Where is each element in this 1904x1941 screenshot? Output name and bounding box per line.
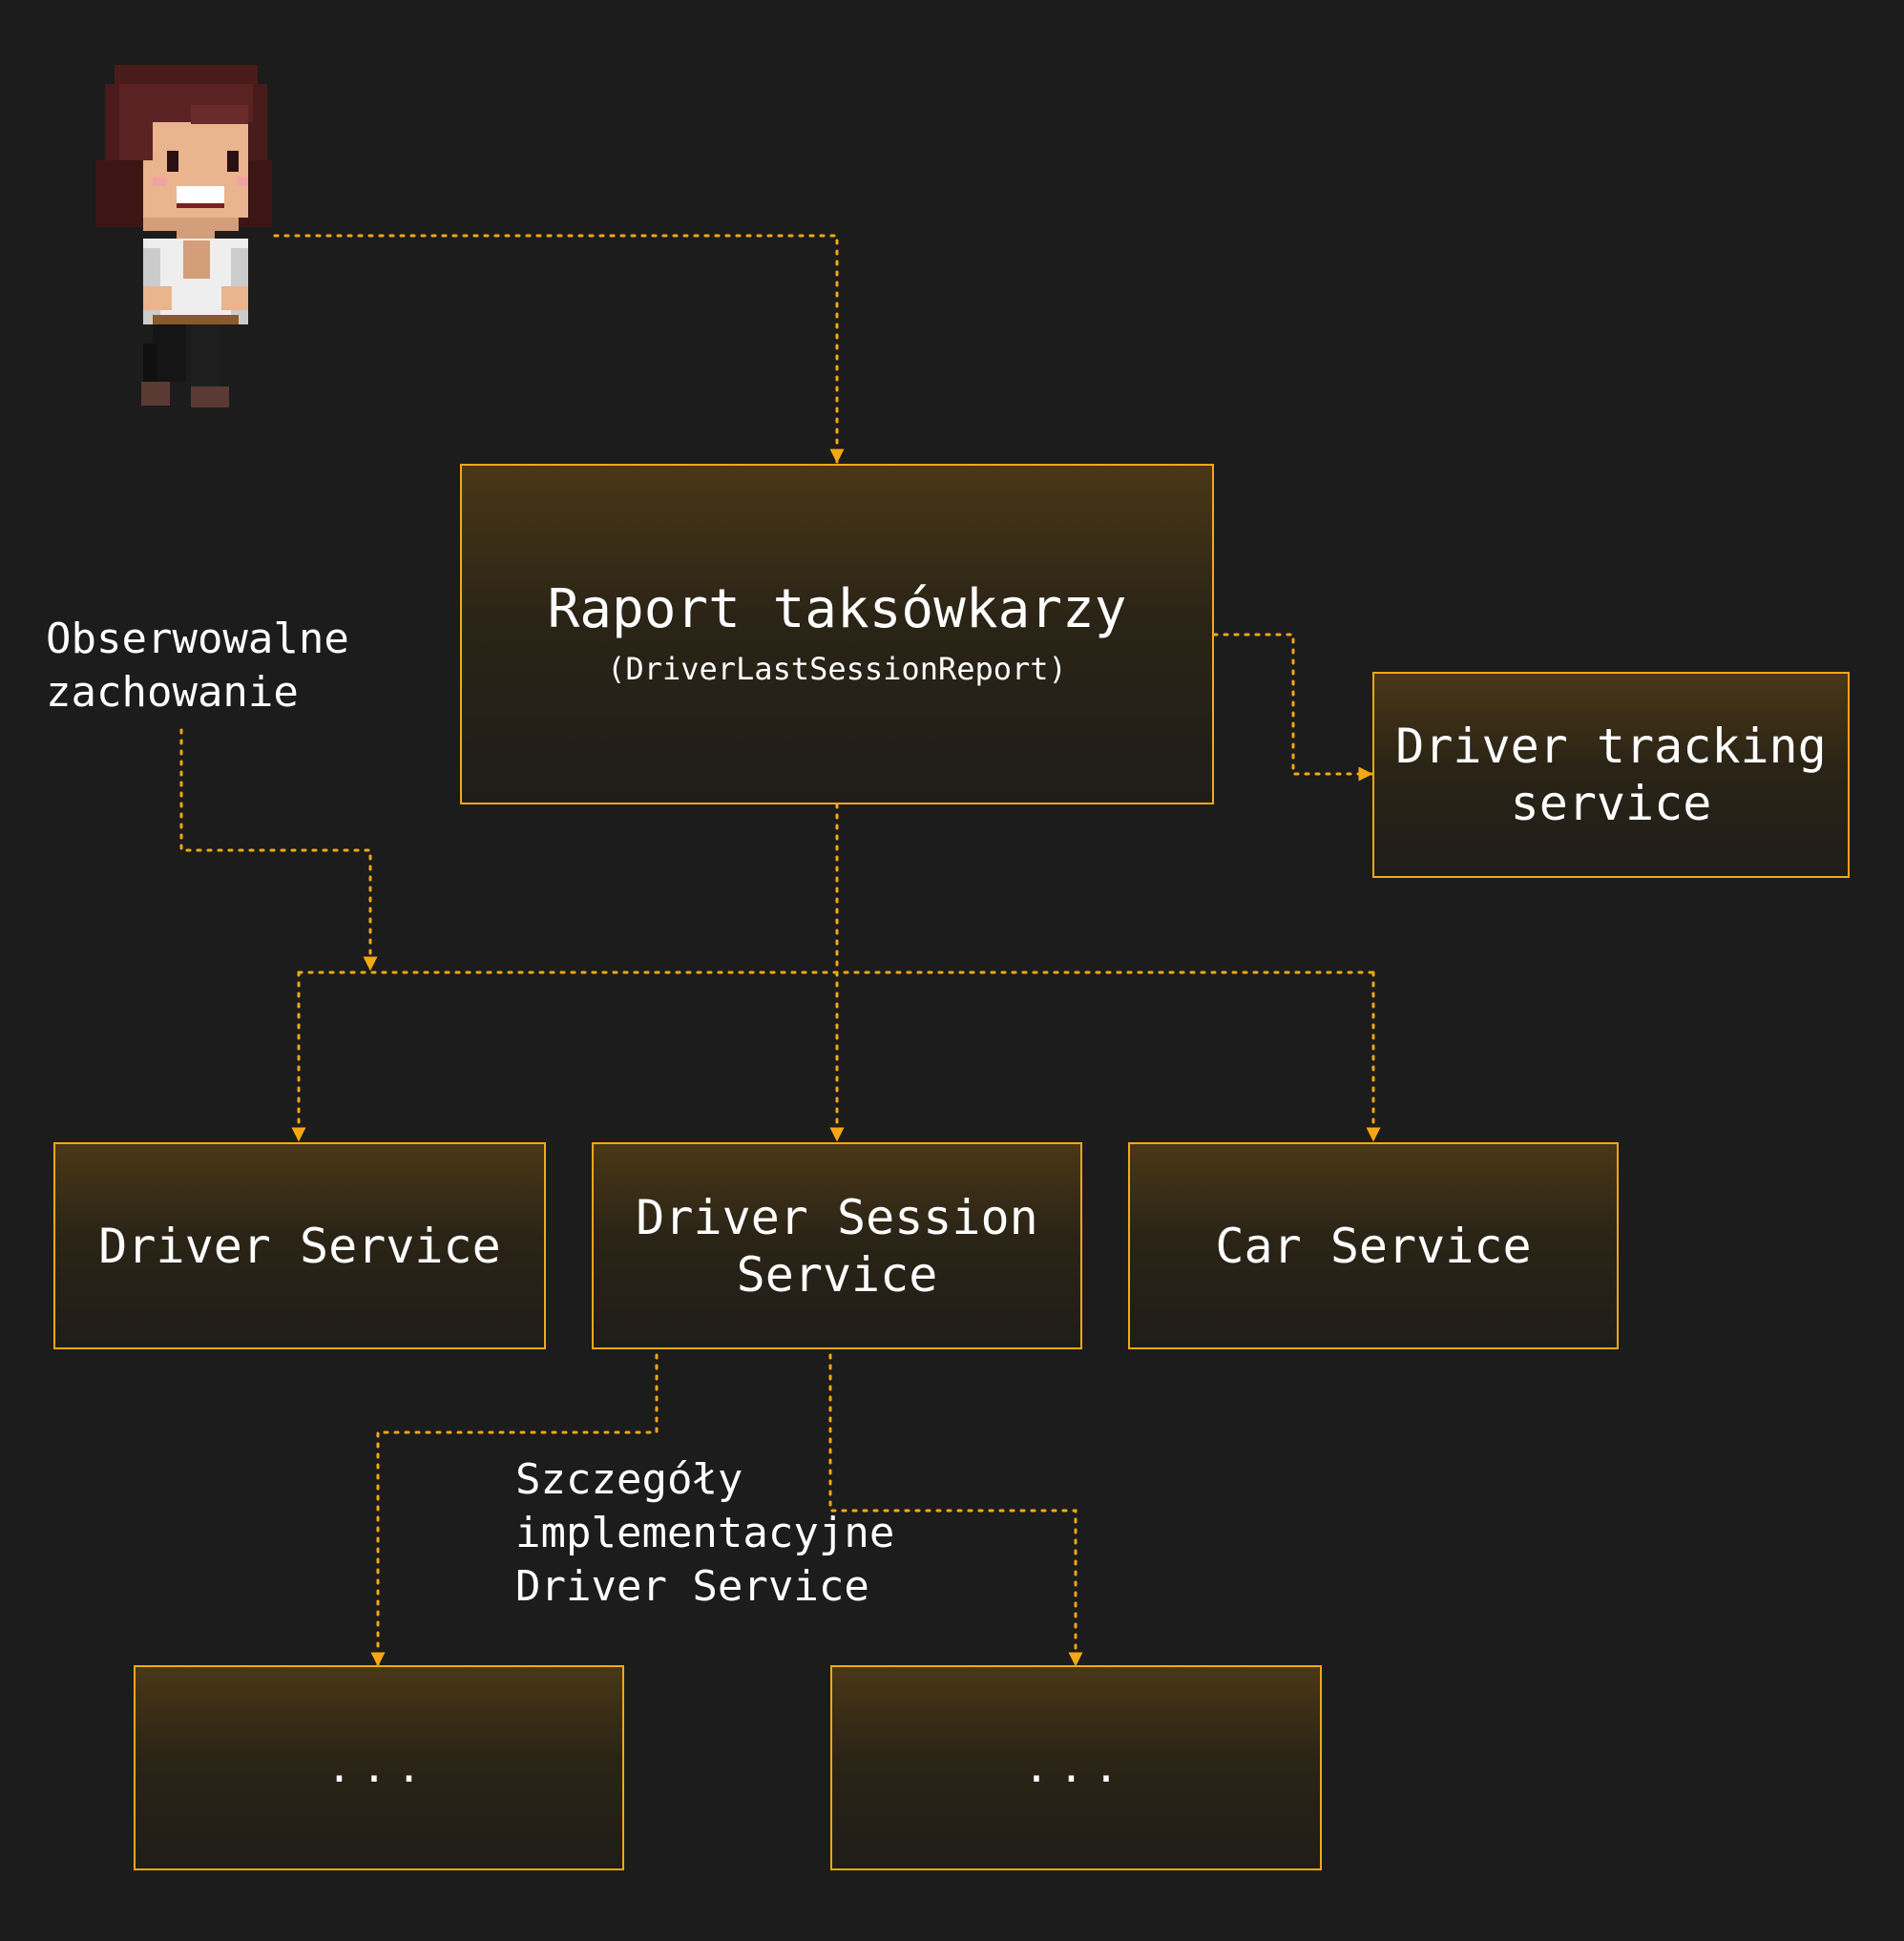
driver-session-service-title: Driver Session Service [636,1189,1038,1303]
car-service-title: Car Service [1215,1218,1532,1274]
connector-actor-to-report [273,234,845,464]
implementation-details-label: Szczegóły implementacyjne Driver Service [515,1455,895,1611]
detail-box-left: ... [134,1665,624,1870]
observable-behavior-label: Obserwowalne zachowanie [46,615,349,717]
connector-session-to-detail-left [370,1353,659,1667]
driver-tracking-service-box: Driver tracking service [1372,672,1850,878]
detail-left-ellipsis: ... [326,1743,431,1792]
connector-report-to-tracking [1212,633,1373,782]
report-title: Raport taksówkarzy [547,577,1127,640]
car-service-box: Car Service [1128,1142,1619,1349]
connector-session-to-detail-right [828,1353,1083,1667]
pixel-woman-icon [95,65,272,407]
connector-observable-label [179,728,378,971]
detail-box-right: ... [830,1665,1322,1870]
detail-right-ellipsis: ... [1023,1743,1129,1792]
report-box: Raport taksówkarzy (DriverLastSessionRep… [460,464,1214,804]
driver-service-title: Driver Service [98,1218,501,1274]
report-subtitle: (DriverLastSessionReport) [607,650,1067,687]
driver-session-service-box: Driver Session Service [592,1142,1082,1349]
driver-service-box: Driver Service [53,1142,546,1349]
driver-tracking-service-title: Driver tracking service [1395,719,1827,831]
